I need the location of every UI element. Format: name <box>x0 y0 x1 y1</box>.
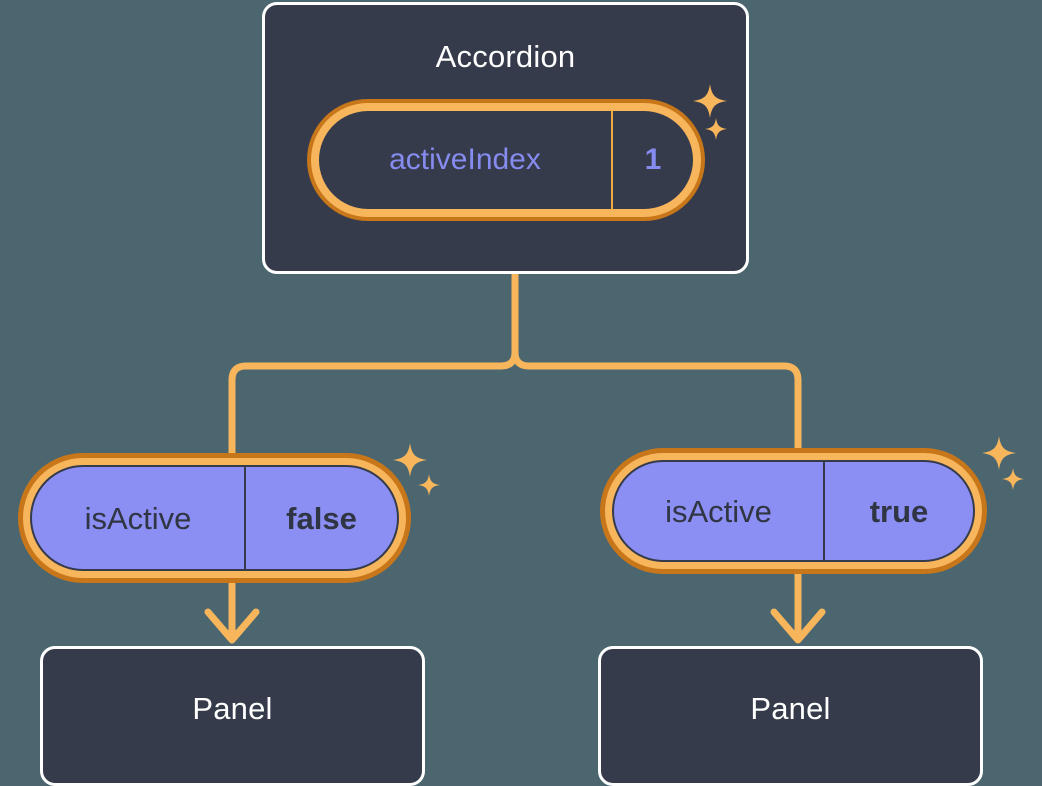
connector-root-to-right <box>511 270 802 454</box>
state-pill-key-right: isActive <box>665 493 772 529</box>
sparkle-right-large-icon <box>982 436 1016 470</box>
state-pill-value-left: false <box>244 467 397 569</box>
state-pill-body-left: isActive false <box>30 465 399 571</box>
state-pill-isactive-right[interactable]: isActive true <box>600 448 987 574</box>
diagram-canvas: Accordion activeIndex 1 isActive false i… <box>18 2 1024 786</box>
state-pill-key-left: isActive <box>84 500 192 536</box>
component-box-panel-left[interactable]: Panel <box>40 646 425 786</box>
state-pill-isactive-left[interactable]: isActive false <box>18 453 411 583</box>
component-box-panel-right[interactable]: Panel <box>598 646 983 786</box>
arrowhead-left-panel-icon <box>204 608 260 644</box>
accordion-title: Accordion <box>435 39 576 74</box>
state-pill-ring-right: isActive true <box>605 453 982 569</box>
state-pill-body: activeIndex 1 <box>319 111 693 209</box>
connector-root-to-left <box>228 270 519 459</box>
state-pill-key: activeIndex <box>389 143 541 176</box>
state-pill-ring-left: isActive false <box>23 458 406 578</box>
state-pill-activeindex[interactable]: activeIndex 1 <box>307 99 705 221</box>
sparkle-left-large-icon <box>393 443 427 477</box>
state-pill-value-right: true <box>823 462 973 560</box>
state-pill-value: 1 <box>611 111 693 209</box>
arrowhead-right-panel-icon <box>770 608 826 644</box>
state-pill-body-right: isActive true <box>612 460 975 562</box>
sparkle-right-small-icon <box>1002 468 1024 490</box>
sparkle-left-small-icon <box>418 474 440 496</box>
panel-right-title: Panel <box>750 691 831 726</box>
state-pill-ring: activeIndex 1 <box>311 103 701 217</box>
panel-left-title: Panel <box>192 691 273 726</box>
